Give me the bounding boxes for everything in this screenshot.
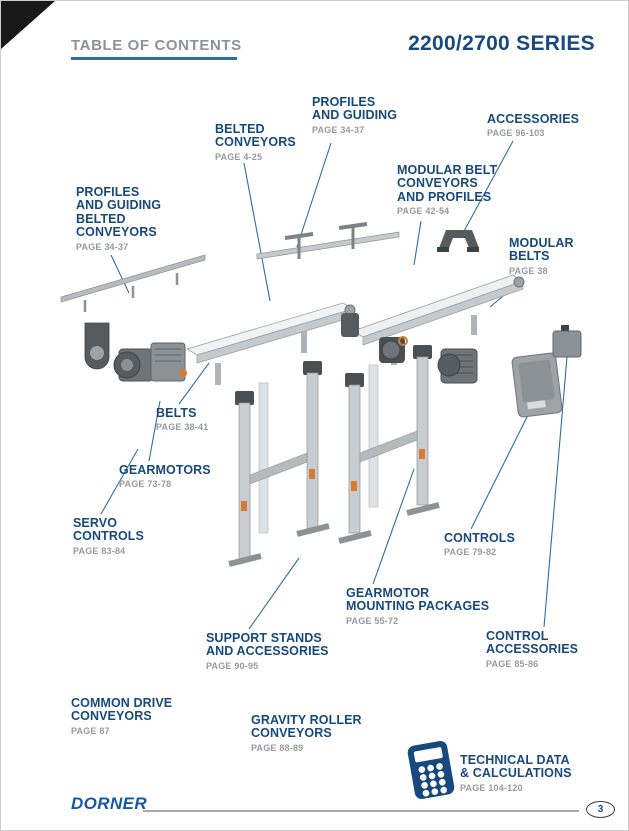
toc-entry-page: PAGE 83-84 (73, 545, 126, 556)
toc-entry-title: MODULAR BELT CONVEYORS AND PROFILES (397, 163, 498, 204)
page-number-badge: 3 (586, 801, 615, 818)
toc-entry-title: TECHNICAL DATA & CALCULATIONS (460, 753, 572, 781)
toc-entry-control-accessories[interactable]: CONTROL ACCESSORIES PAGE 85-86 (486, 629, 579, 669)
guiding-profile-rail (60, 254, 206, 312)
series-title: 2200/2700 SERIES (408, 32, 595, 55)
gearmotor-left (113, 342, 187, 382)
toc-entry-title: PROFILES AND GUIDING (312, 95, 398, 123)
toc-entry-title: GRAVITY ROLLER CONVEYORS (251, 713, 362, 741)
page-title: TABLE OF CONTENTS (71, 37, 242, 54)
title-underline (71, 57, 237, 60)
toc-entry-technical-data[interactable]: TECHNICAL DATA & CALCULATIONS PAGE 104-1… (407, 741, 572, 799)
support-stand-right (338, 345, 440, 544)
toc-entry-title: BELTED CONVEYORS (215, 122, 296, 150)
modular-belt-conveyor-drawing (341, 274, 525, 365)
toc-entry-controls[interactable]: CONTROLS PAGE 79-82 (444, 531, 515, 558)
toc-entry-title: SERVO CONTROLS (73, 516, 144, 544)
control-enclosure (511, 352, 563, 418)
toc-entry-title: GEARMOTOR MOUNTING PACKAGES (346, 586, 490, 614)
toc-entry-page: PAGE 88-89 (251, 742, 304, 753)
toc-entry-page: PAGE 73-78 (119, 479, 172, 490)
toc-entry-profiles-guiding-belted[interactable]: PROFILES AND GUIDING BELTED CONVEYORS PA… (76, 185, 162, 252)
support-stand-left (228, 361, 330, 567)
toc-entry-gravity-roller-conveyors[interactable]: GRAVITY ROLLER CONVEYORS PAGE 88-89 (251, 713, 362, 753)
toc-entry-servo-controls[interactable]: SERVO CONTROLS PAGE 83-84 (73, 516, 144, 556)
toc-entry-gearmotors[interactable]: GEARMOTORS PAGE 73-78 (119, 463, 211, 490)
toc-entry-title: MODULAR BELTS (509, 236, 574, 264)
toc-entry-page: PAGE 38 (509, 265, 548, 276)
toc-entry-title: BELTS (156, 406, 197, 420)
toc-entry-page: PAGE 85-86 (486, 658, 539, 669)
toc-entry-page: PAGE 96-103 (487, 128, 545, 139)
toc-entry-belts[interactable]: BELTS PAGE 38-41 (156, 406, 209, 433)
overhead-gantry (256, 222, 400, 260)
toc-entry-page: PAGE 38-41 (156, 422, 209, 433)
profile-bracket (84, 322, 110, 370)
dorner-logo: DORNER (71, 794, 148, 813)
gearmotor-right-large (437, 348, 478, 384)
toc-entry-page: PAGE 4-25 (215, 151, 263, 162)
toc-entry-page: PAGE 42-54 (397, 206, 450, 217)
toc-entry-page: PAGE 90-95 (206, 660, 259, 671)
toc-entry-accessories[interactable]: ACCESSORIES PAGE 96-103 (487, 112, 580, 139)
toc-entry-page: PAGE 79-82 (444, 547, 497, 558)
toc-entry-title: ACCESSORIES (487, 112, 580, 126)
toc-entry-page: PAGE 104-120 (460, 782, 523, 793)
toc-entry-page: PAGE 55-72 (346, 615, 399, 626)
toc-entry-modular-belt-conveyors[interactable]: MODULAR BELT CONVEYORS AND PROFILES PAGE… (397, 163, 498, 217)
toc-entry-gearmotor-mounting-packages[interactable]: GEARMOTOR MOUNTING PACKAGES PAGE 55-72 (346, 586, 490, 626)
toc-entry-title: GEARMOTORS (119, 463, 211, 477)
toc-entry-title: CONTROLS (444, 531, 515, 545)
toc-entry-page: PAGE 34-37 (76, 241, 129, 252)
footer-rule (143, 810, 579, 812)
toc-entry-page: PAGE 34-37 (312, 124, 365, 135)
toc-entry-title: CONTROL ACCESSORIES (486, 629, 579, 657)
gearmotor-right-small (379, 336, 408, 363)
toc-entry-profiles-and-guiding[interactable]: PROFILES AND GUIDING PAGE 34-37 (312, 95, 398, 135)
calculator-icon (407, 741, 455, 799)
toc-entry-page: PAGE 87 (71, 725, 110, 736)
control-accessory-box (552, 325, 582, 358)
toc-entry-title: PROFILES AND GUIDING BELTED CONVEYORS (76, 185, 162, 240)
toc-entry-title: SUPPORT STANDS AND ACCESSORIES (206, 631, 329, 659)
toc-entry-modular-belts[interactable]: MODULAR BELTS PAGE 38 (509, 236, 574, 276)
toc-entry-belted-conveyors[interactable]: BELTED CONVEYORS PAGE 4-25 (215, 122, 296, 162)
toc-entry-common-drive-conveyors[interactable]: COMMON DRIVE CONVEYORS PAGE 87 (71, 696, 173, 736)
belted-conveyor-drawing (186, 302, 356, 385)
toc-entry-title: COMMON DRIVE CONVEYORS (71, 696, 173, 724)
toc-entry-support-stands[interactable]: SUPPORT STANDS AND ACCESSORIES PAGE 90-9… (206, 631, 329, 671)
page-corner-fold (1, 1, 55, 49)
accessory-bracket (437, 230, 479, 252)
